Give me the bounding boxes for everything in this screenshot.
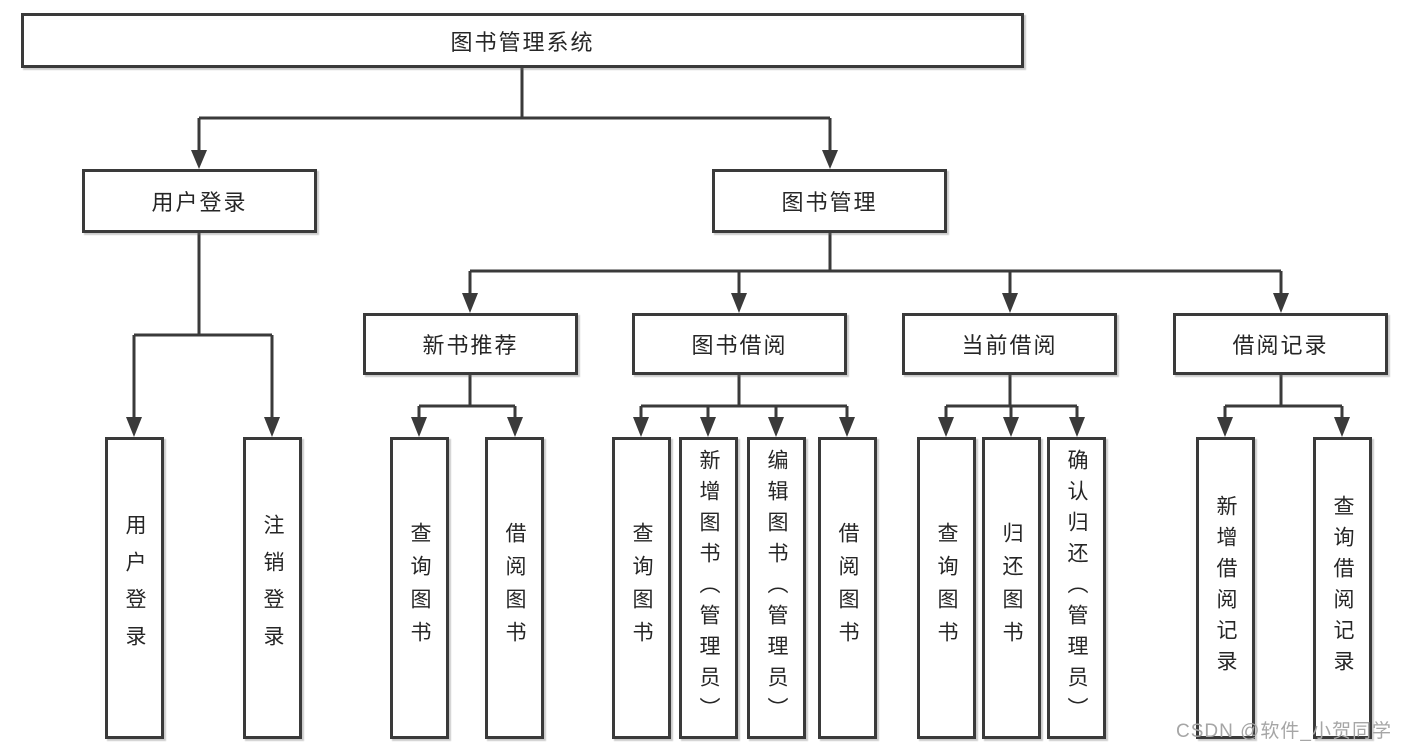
- node-login-user-label: 用户登录: [123, 514, 146, 662]
- node-user-login-label: 用户登录: [151, 190, 248, 215]
- node-recommend-query-books: 查询图书: [390, 437, 449, 739]
- connector-records-children: [1217, 375, 1350, 437]
- arrow-down-icon: [839, 417, 855, 437]
- node-current-confirm-return-admin: 确认归还（管理员）: [1047, 437, 1106, 739]
- node-book-borrow: 图书借阅: [632, 313, 847, 375]
- node-records-add-record: 新增借阅记录: [1196, 437, 1255, 739]
- arrow-down-icon: [507, 417, 523, 437]
- node-current-borrow: 当前借阅: [902, 313, 1117, 375]
- connector-book-management-children: [462, 233, 1289, 313]
- node-records-add-record-label: 新增借阅记录: [1214, 495, 1237, 681]
- node-current-query-books-label: 查询图书: [935, 522, 958, 654]
- connector-borrow-children: [633, 375, 855, 437]
- node-current-borrow-label: 当前借阅: [961, 333, 1058, 358]
- arrow-down-icon: [700, 417, 716, 437]
- node-borrow-records-label: 借阅记录: [1232, 333, 1329, 358]
- node-borrow-records: 借阅记录: [1173, 313, 1388, 375]
- node-current-return-books: 归还图书: [982, 437, 1041, 739]
- node-book-management-label: 图书管理: [781, 190, 878, 215]
- arrow-down-icon: [768, 417, 784, 437]
- node-borrow-query-books-label: 查询图书: [630, 522, 653, 654]
- node-borrow-borrow-books-label: 借阅图书: [836, 522, 859, 654]
- node-current-confirm-return-admin-label: 确认归还（管理员）: [1065, 448, 1088, 728]
- node-recommend-query-books-label: 查询图书: [408, 522, 431, 654]
- node-borrow-edit-books-admin: 编辑图书（管理员）: [747, 437, 806, 739]
- node-records-query-record-label: 查询借阅记录: [1331, 495, 1354, 681]
- node-records-query-record: 查询借阅记录: [1313, 437, 1372, 739]
- node-recommend-borrow-books-label: 借阅图书: [503, 522, 526, 654]
- connector-recommend-children: [411, 375, 523, 437]
- arrow-down-icon: [191, 150, 207, 169]
- node-borrow-query-books: 查询图书: [612, 437, 671, 739]
- node-logout: 注销登录: [243, 437, 302, 739]
- arrow-down-icon: [731, 293, 747, 313]
- node-borrow-add-books-admin-label: 新增图书（管理员）: [697, 448, 720, 728]
- node-recommend-borrow-books: 借阅图书: [485, 437, 544, 739]
- node-current-query-books: 查询图书: [917, 437, 976, 739]
- connector-current-children: [938, 375, 1085, 437]
- arrow-down-icon: [1273, 293, 1289, 313]
- arrow-down-icon: [822, 150, 838, 169]
- arrow-down-icon: [1334, 417, 1350, 437]
- arrow-down-icon: [1069, 417, 1085, 437]
- node-new-book-recommend: 新书推荐: [363, 313, 578, 375]
- arrow-down-icon: [1003, 417, 1019, 437]
- arrow-down-icon: [264, 417, 280, 437]
- connector-root-to-level2: [191, 68, 838, 169]
- arrow-down-icon: [462, 293, 478, 313]
- arrow-down-icon: [938, 417, 954, 437]
- node-new-book-recommend-label: 新书推荐: [422, 333, 519, 358]
- node-borrow-borrow-books: 借阅图书: [818, 437, 877, 739]
- node-book-borrow-label: 图书借阅: [691, 333, 788, 358]
- node-user-login: 用户登录: [82, 169, 317, 233]
- node-current-return-books-label: 归还图书: [1000, 522, 1023, 654]
- node-root-label: 图书管理系统: [450, 29, 595, 55]
- arrow-down-icon: [126, 417, 142, 437]
- node-login-user: 用户登录: [105, 437, 164, 739]
- node-root: 图书管理系统: [21, 13, 1024, 68]
- csdn-watermark: CSDN @软件_小贺同学: [1176, 721, 1392, 742]
- arrow-down-icon: [1217, 417, 1233, 437]
- arrow-down-icon: [411, 417, 427, 437]
- node-borrow-add-books-admin: 新增图书（管理员）: [679, 437, 738, 739]
- connector-user-login-children: [126, 233, 280, 437]
- node-book-management: 图书管理: [712, 169, 947, 233]
- node-borrow-edit-books-admin-label: 编辑图书（管理员）: [765, 448, 788, 728]
- arrow-down-icon: [1002, 293, 1018, 313]
- node-logout-label: 注销登录: [261, 514, 284, 662]
- arrow-down-icon: [633, 417, 649, 437]
